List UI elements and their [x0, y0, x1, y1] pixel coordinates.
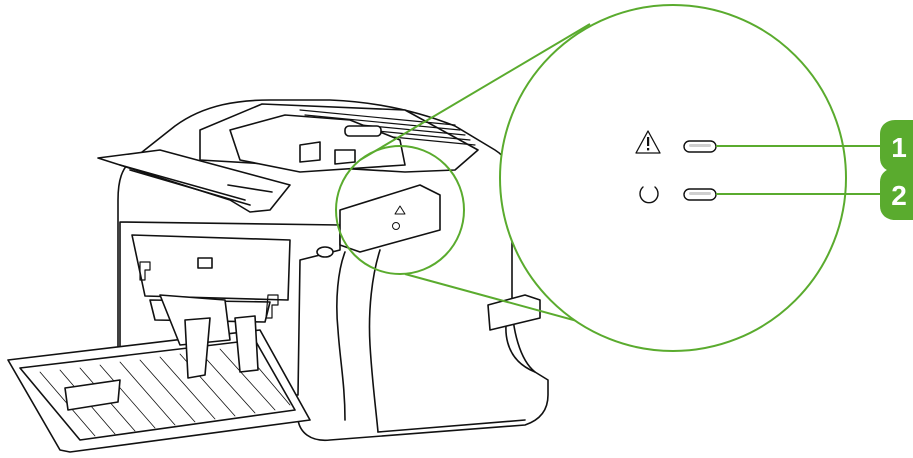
- front-label: [197, 257, 213, 269]
- ready-circle-icon: [639, 186, 659, 204]
- toner-detail: [299, 141, 356, 165]
- printer-illustration: [7, 99, 549, 453]
- callout-1-number: 1: [891, 132, 907, 163]
- panel-icons: [392, 205, 406, 230]
- input-tray-inner: [19, 339, 296, 441]
- zoom-circle: [499, 4, 847, 352]
- callout-2-number: 2: [891, 180, 907, 211]
- roller: [344, 125, 382, 137]
- output-paper-inner: [119, 164, 273, 206]
- magnifier: [335, 4, 847, 352]
- tray-ribs: [39, 345, 291, 437]
- printer-side-panel: [336, 249, 381, 433]
- warning-triangle-icon: [635, 130, 661, 154]
- zoomed-panel: 1 2: [635, 120, 913, 220]
- panel-button: [316, 246, 334, 258]
- front-slot: [149, 299, 271, 323]
- input-tray: [7, 329, 311, 453]
- zoom-line-top: [359, 23, 591, 161]
- callout-2-tag: 2: [880, 168, 913, 220]
- ready-light: [683, 188, 717, 201]
- front-clips: [139, 261, 279, 319]
- side-slot: [487, 294, 541, 331]
- attention-light: [683, 140, 717, 153]
- paper-guides: [64, 294, 259, 411]
- front-opening: [131, 234, 291, 301]
- zoom-source-circle: [335, 145, 465, 275]
- callout-1-tag: 1: [880, 120, 913, 172]
- control-panel-strip: [339, 184, 441, 253]
